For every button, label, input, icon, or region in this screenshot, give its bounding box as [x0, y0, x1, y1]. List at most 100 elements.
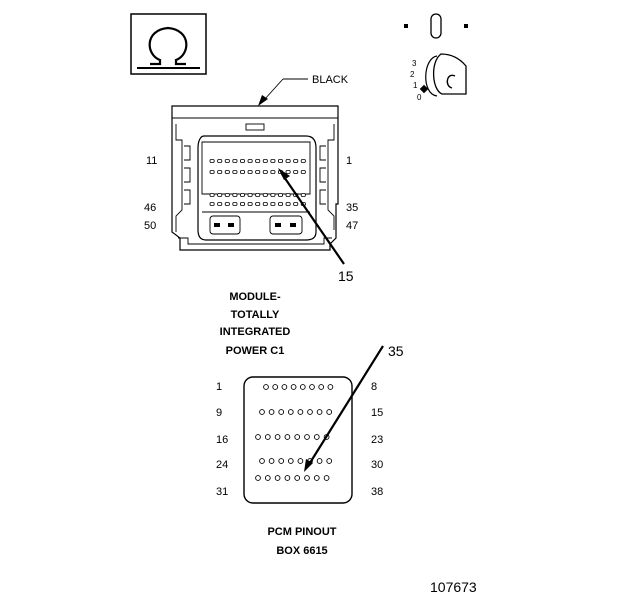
c1-pin-cavity: [217, 170, 223, 174]
pcm-row-label-left: 24: [216, 459, 228, 471]
c1-pin-cavity: [255, 202, 261, 206]
c1-pin-cavity: [293, 159, 299, 163]
c1-pin-cavity: [224, 202, 230, 206]
pcm-pin: [284, 434, 291, 440]
pcm-pin: [323, 475, 330, 481]
pcm-pin: [255, 475, 261, 481]
ignition-position-1: 1: [413, 81, 418, 90]
c1-pin-cavity: [285, 193, 291, 197]
c1-pin-cavity: [217, 159, 223, 163]
pcm-pin: [264, 434, 271, 440]
pin-label-50: 50: [144, 220, 156, 232]
pcm-pin: [278, 458, 285, 464]
pcm-pin: [299, 384, 306, 390]
pcm-pin: [316, 409, 323, 415]
c1-pin-cavity: [217, 193, 223, 197]
pcm-pin: [268, 409, 275, 415]
c1-pin-cavity: [262, 170, 268, 174]
c1-pin-cavity: [285, 170, 291, 174]
c1-pin-cavity: [224, 193, 230, 197]
pcm-caption-line-2: BOX 6615: [276, 545, 327, 557]
c1-pin-cavity: [217, 202, 223, 206]
pin-label-47: 47: [346, 220, 358, 232]
c1-pin-cavity: [247, 202, 253, 206]
pcm-row-label-left: 16: [216, 434, 228, 446]
c1-pin-cavity: [209, 159, 215, 163]
pcm-pin-grid: [255, 384, 334, 481]
c1-pin-cavity: [270, 170, 276, 174]
pcm-pin: [259, 458, 265, 464]
pcm-pin: [318, 384, 325, 390]
c1-pin-cavity: [232, 193, 238, 197]
caption-line-2: TOTALLY: [231, 309, 280, 321]
pin-label-46: 46: [144, 202, 156, 214]
pcm-pin: [304, 434, 310, 440]
pcm-pin: [284, 475, 291, 481]
c1-pin-cavity: [209, 170, 215, 174]
c1-pin-cavity: [247, 170, 253, 174]
pcm-pin: [264, 475, 271, 481]
pcm-row-label-left: 1: [216, 381, 222, 393]
c1-pin-cavity: [232, 170, 238, 174]
ignition-position-3: 3: [412, 59, 417, 68]
c1-pin-cavity: [262, 193, 268, 197]
caption-line-1: MODULE-: [229, 291, 281, 303]
c1-pin-cavity: [209, 202, 215, 206]
pcm-pin: [287, 458, 294, 464]
c1-pin-cavity: [300, 159, 306, 163]
c1-pin-cavity: [277, 159, 283, 163]
pcm-row-label-right: 30: [371, 459, 383, 471]
figure-number: 107673: [430, 579, 477, 595]
pcm-row-label-left: 31: [216, 486, 228, 498]
caption-line-4: POWER C1: [226, 345, 285, 357]
wire-color-label: BLACK: [312, 74, 349, 86]
wire-color-leader: BLACK: [258, 74, 349, 106]
c1-pin-cavity: [247, 159, 253, 163]
pcm-pin: [313, 434, 320, 440]
pcm-pin: [297, 409, 304, 415]
c1-pin-cavity: [270, 202, 276, 206]
pcm-pin: [287, 409, 294, 415]
pcm-pin: [304, 475, 310, 481]
callout-15: 15: [338, 268, 354, 284]
c1-pin-cavity: [262, 202, 268, 206]
c1-pin-cavity: [270, 193, 276, 197]
pcm-row-label-right: 15: [371, 407, 383, 419]
c1-pin-cavity: [285, 159, 291, 163]
pcm-pin: [309, 384, 315, 390]
c1-pin-cavity: [232, 159, 238, 163]
pcm-pin: [297, 458, 304, 464]
pcm-pin: [294, 434, 301, 440]
pcm-row-label-right: 23: [371, 434, 383, 446]
c1-pin-cavity: [224, 170, 230, 174]
connector-c1: 11 1 46 35 50 47 15: [144, 105, 358, 284]
pcm-caption: PCM PINOUT BOX 6615: [267, 526, 336, 557]
connector-c1-pin-grid: [209, 159, 306, 206]
pcm-pin: [278, 409, 285, 415]
pin-label-1: 1: [346, 155, 352, 167]
pcm-pin: [294, 475, 301, 481]
pcm-pin: [290, 384, 297, 390]
pcm-pin: [259, 409, 265, 415]
ignition-key-icon: 3 2 1 0: [404, 13, 468, 102]
ignition-position-2: 2: [410, 70, 415, 79]
c1-pin-cavity: [239, 202, 245, 206]
c1-pin-cavity: [262, 159, 268, 163]
c1-pin-cavity: [232, 202, 238, 206]
pcm-pin: [274, 475, 281, 481]
pcm-pin: [326, 458, 333, 464]
c1-pin-cavity: [255, 170, 261, 174]
pcm-pin: [316, 458, 323, 464]
omega-icon: [137, 26, 200, 69]
c1-pin-cavity: [293, 170, 299, 174]
pcm-pin: [326, 409, 333, 415]
pin-label-11: 11: [146, 155, 157, 167]
pcm-pin: [268, 458, 275, 464]
pcm-pin: [327, 384, 334, 390]
pcm-pin: [255, 434, 261, 440]
pcm-pin: [274, 434, 281, 440]
c1-pin-cavity: [277, 202, 283, 206]
